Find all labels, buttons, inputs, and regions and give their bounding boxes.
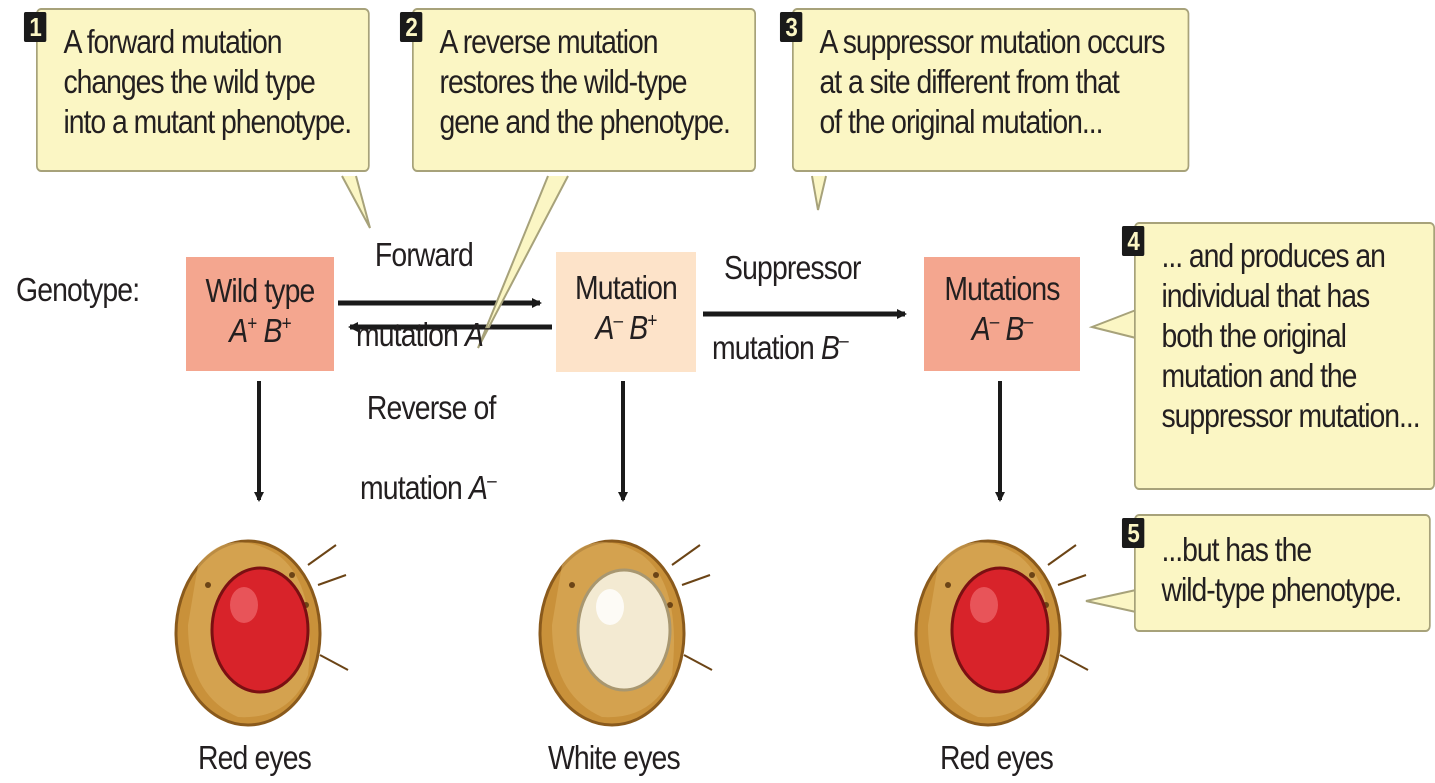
callout-4: 4 ... and produces an individual that ha… [1134, 222, 1435, 490]
callout-3: 3 A suppressor mutation occurs at a site… [792, 8, 1189, 172]
phenotype-label-3: Red eyes [940, 738, 1053, 778]
step-number-1: 1 [24, 12, 46, 42]
callout-3-pointer [812, 176, 826, 210]
callout-1-text: A forward mutation changes the wild type… [64, 22, 360, 142]
fly-red-eyes-2 [908, 505, 1098, 735]
phenotype-label-1: Red eyes [198, 738, 311, 778]
callout-2: 2 A reverse mutation restores the wild-t… [412, 8, 756, 172]
red-eye-1 [212, 568, 308, 692]
fly-white-eyes [532, 505, 722, 735]
mutations-genotype: A– B– [935, 309, 1069, 349]
callout-3-text: A suppressor mutation occurs at a site d… [820, 22, 1179, 142]
red-eye-2 [952, 568, 1048, 692]
wild-type-box: Wild type A+ B+ [186, 257, 334, 371]
callout-5-text: ...but has the wild-type phenotype. [1162, 530, 1423, 610]
mutations-title: Mutations [935, 269, 1069, 309]
step-number-2: 2 [400, 12, 422, 42]
wild-type-genotype: A+ B+ [196, 311, 323, 351]
suppressor-mutation-label: Suppressor mutation B– [712, 208, 861, 408]
mutation-title: Mutation [566, 268, 686, 308]
callout-4-pointer [1092, 310, 1136, 338]
mutations-box: Mutations A– B– [924, 257, 1080, 371]
mutation-genotype: A– B+ [566, 308, 686, 348]
mutation-box: Mutation A– B+ [556, 252, 696, 372]
callout-5: 5 ...but has the wild-type phenotype. [1134, 514, 1431, 632]
callout-2-text: A reverse mutation restores the wild-typ… [440, 22, 746, 142]
step-number-3: 3 [780, 12, 802, 42]
fly-red-eyes-1 [168, 505, 358, 735]
reverse-mutation-label: Reverse of mutation A– [360, 348, 496, 548]
step-number-4: 4 [1122, 226, 1144, 256]
white-eye [578, 570, 670, 690]
genotype-label: Genotype: [16, 270, 139, 310]
callout-4-text: ... and produces an individual that has … [1162, 236, 1427, 436]
step-number-5: 5 [1122, 518, 1144, 548]
wild-type-title: Wild type [196, 271, 323, 311]
callout-1: 1 A forward mutation changes the wild ty… [36, 8, 370, 172]
phenotype-label-2: White eyes [548, 738, 680, 778]
